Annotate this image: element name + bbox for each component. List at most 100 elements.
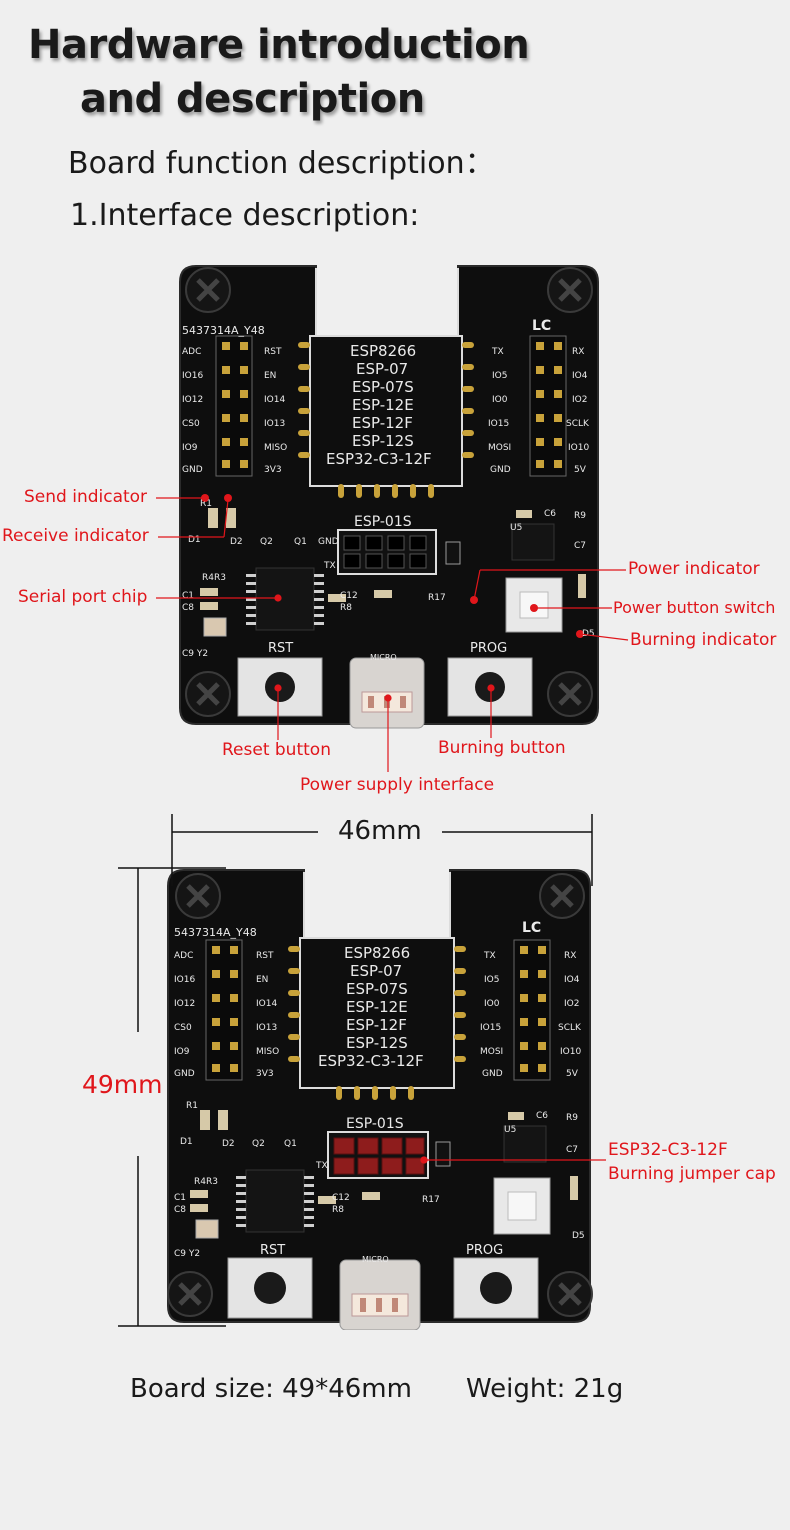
svg-text:IO4: IO4 xyxy=(572,371,588,381)
page-title-line2: and description xyxy=(80,76,425,122)
svg-text:ESP-12F: ESP-12F xyxy=(346,1016,407,1034)
svg-text:5437314A_Y48: 5437314A_Y48 xyxy=(182,324,265,337)
svg-text:ESP8266: ESP8266 xyxy=(350,342,416,360)
svg-text:GND: GND xyxy=(490,465,511,475)
svg-text:IO16: IO16 xyxy=(174,975,195,985)
svg-text:IO9: IO9 xyxy=(174,1047,190,1057)
svg-text:RX: RX xyxy=(572,347,584,357)
svg-text:TX: TX xyxy=(323,561,336,571)
svg-text:GND: GND xyxy=(174,1069,195,1079)
svg-text:GND: GND xyxy=(318,537,339,547)
page-title-line1: Hardware introduction xyxy=(28,22,530,68)
annotation-power-supply-interface: Power supply interface xyxy=(300,775,495,795)
svg-text:C12: C12 xyxy=(340,591,358,601)
svg-text:MOSI: MOSI xyxy=(480,1047,503,1057)
annotation-lines-top xyxy=(156,494,629,772)
annotation-jumper-cap-line2: Burning jumper cap xyxy=(608,1164,776,1184)
svg-text:ESP-07S: ESP-07S xyxy=(352,378,414,396)
screw-icon xyxy=(167,873,593,1317)
svg-text:5V: 5V xyxy=(574,465,587,475)
svg-text:RST: RST xyxy=(260,1243,285,1258)
svg-text:LC: LC xyxy=(532,318,551,334)
svg-text:U5: U5 xyxy=(510,523,522,533)
svg-text:MOSI: MOSI xyxy=(488,443,511,453)
svg-text:ESP-07: ESP-07 xyxy=(350,962,402,980)
svg-text:R9: R9 xyxy=(566,1113,578,1123)
weight-text: Weight: 21g xyxy=(466,1374,624,1404)
svg-text:C9 Y2: C9 Y2 xyxy=(182,649,208,659)
svg-text:D5: D5 xyxy=(582,629,595,639)
svg-text:IO16: IO16 xyxy=(182,371,203,381)
screw-icon xyxy=(185,267,593,717)
annotation-jumper-cap-line1: ESP32-C3-12F xyxy=(608,1140,728,1160)
svg-text:ADC: ADC xyxy=(174,951,193,961)
svg-text:D2: D2 xyxy=(230,537,243,547)
svg-text:EN: EN xyxy=(264,371,276,381)
svg-text:IO5: IO5 xyxy=(492,371,507,381)
svg-text:ESP-12S: ESP-12S xyxy=(346,1034,408,1052)
svg-text:TX: TX xyxy=(483,951,496,961)
svg-text:EN: EN xyxy=(256,975,268,985)
svg-text:IO2: IO2 xyxy=(564,999,579,1009)
svg-text:IO5: IO5 xyxy=(484,975,499,985)
svg-text:C8: C8 xyxy=(182,603,194,613)
svg-text:SCLK: SCLK xyxy=(558,1023,582,1033)
svg-text:ESP-12S: ESP-12S xyxy=(352,432,414,450)
dimension-lines xyxy=(118,814,606,1327)
svg-text:R1: R1 xyxy=(186,1101,198,1111)
dimension-width: 46mm xyxy=(338,816,422,846)
svg-text:Q1: Q1 xyxy=(294,537,307,547)
svg-text:D5: D5 xyxy=(572,1231,585,1241)
svg-text:GND: GND xyxy=(182,465,203,475)
svg-text:5437314A_Y48: 5437314A_Y48 xyxy=(174,926,257,939)
svg-text:ESP8266: ESP8266 xyxy=(344,944,410,962)
svg-text:3V3: 3V3 xyxy=(256,1069,274,1079)
svg-text:IO14: IO14 xyxy=(256,999,277,1009)
annotation-power-indicator: Power indicator xyxy=(628,559,760,579)
svg-text:IO12: IO12 xyxy=(174,999,195,1009)
svg-text:IO10: IO10 xyxy=(560,1047,581,1057)
svg-text:ESP-12E: ESP-12E xyxy=(352,396,414,414)
svg-text:RST: RST xyxy=(268,641,293,656)
svg-text:CS0: CS0 xyxy=(182,419,200,429)
svg-text:CS0: CS0 xyxy=(174,1023,192,1033)
svg-text:PROG: PROG xyxy=(470,641,507,656)
svg-text:MICRO: MICRO xyxy=(362,1255,389,1264)
svg-text:SCLK: SCLK xyxy=(566,419,590,429)
svg-text:ESP-12E: ESP-12E xyxy=(346,998,408,1016)
svg-text:5V: 5V xyxy=(566,1069,579,1079)
svg-text:C7: C7 xyxy=(574,541,586,551)
svg-text:D2: D2 xyxy=(222,1139,235,1149)
svg-text:ESP32-C3-12F: ESP32-C3-12F xyxy=(326,450,432,468)
svg-text:RST: RST xyxy=(256,951,274,961)
svg-text:ADC: ADC xyxy=(182,347,201,357)
svg-text:TX: TX xyxy=(491,347,504,357)
board-image-top: 5437314A_Y48 ADC IO16 IO12 CS0 IO9 GND R… xyxy=(179,265,599,729)
svg-text:IO12: IO12 xyxy=(182,395,203,405)
svg-text:RX: RX xyxy=(564,951,576,961)
svg-text:IO13: IO13 xyxy=(264,419,285,429)
svg-text:R8: R8 xyxy=(340,603,352,613)
svg-text:MISO: MISO xyxy=(256,1047,279,1057)
svg-text:IO9: IO9 xyxy=(182,443,198,453)
board-size-text: Board size: 49*46mm xyxy=(130,1374,412,1404)
svg-text:IO4: IO4 xyxy=(564,975,580,985)
svg-text:R4R3: R4R3 xyxy=(202,573,226,583)
svg-text:RST: RST xyxy=(264,347,282,357)
svg-text:ESP-12F: ESP-12F xyxy=(352,414,413,432)
section-heading: 1.Interface description: xyxy=(70,198,420,233)
svg-text:C1: C1 xyxy=(174,1193,186,1203)
svg-text:MISO: MISO xyxy=(264,443,287,453)
svg-text:R9: R9 xyxy=(574,511,586,521)
board-image-bottom: 5437314A_Y48 ADC IO16 IO12 CS0 IO9 GND R… xyxy=(167,869,593,1330)
annotation-send-indicator: Send indicator xyxy=(24,487,148,507)
svg-text:TX: TX xyxy=(315,1161,328,1171)
annotation-receive-indicator: Receive indicator xyxy=(2,526,149,546)
svg-text:Q2: Q2 xyxy=(252,1139,265,1149)
svg-text:ESP-01S: ESP-01S xyxy=(354,514,412,530)
svg-text:GND: GND xyxy=(482,1069,503,1079)
svg-text:IO0: IO0 xyxy=(484,999,500,1009)
svg-text:R17: R17 xyxy=(428,593,446,603)
svg-text:PROG: PROG xyxy=(466,1243,503,1258)
svg-text:IO2: IO2 xyxy=(572,395,587,405)
